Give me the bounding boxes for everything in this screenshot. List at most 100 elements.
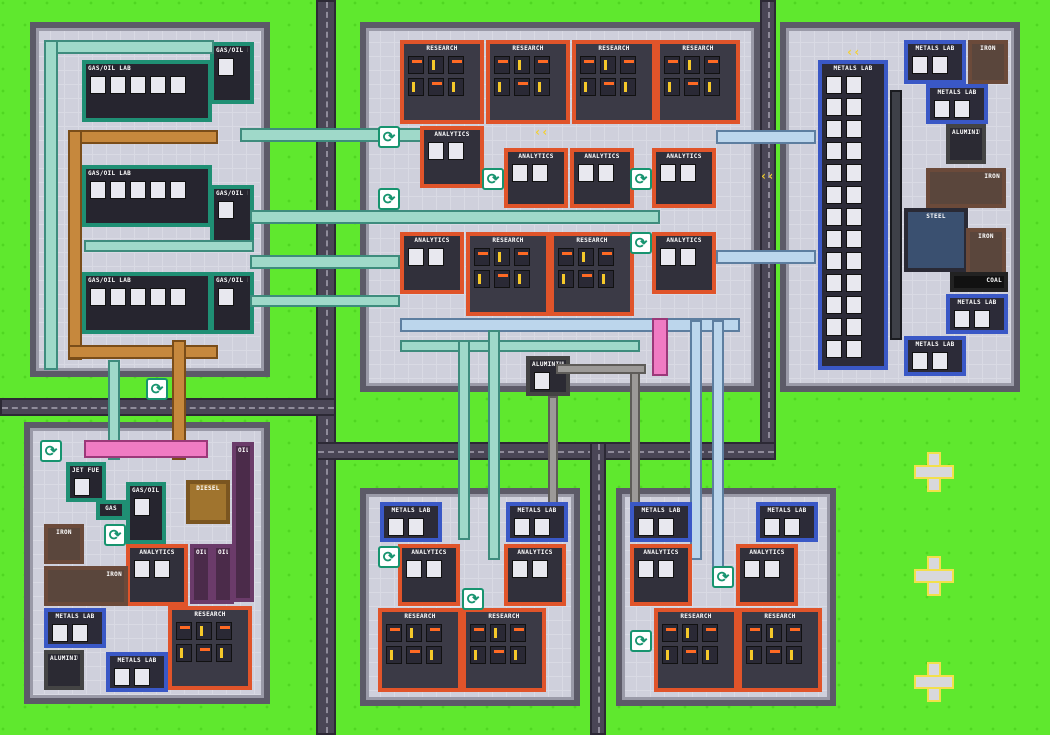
steel-mill[interactable]: STEEL <box>904 208 968 272</box>
analytics-building[interactable]: ANALYTICS <box>570 148 634 208</box>
recycle-icon[interactable]: ⟳ <box>482 168 504 190</box>
analytics-building[interactable]: ANALYTICS <box>420 126 484 188</box>
machine-cell <box>704 78 720 96</box>
metals-lab[interactable]: METALS LAB <box>106 652 168 692</box>
machine-cell <box>660 164 676 182</box>
road <box>316 442 776 460</box>
machine-cell <box>110 181 126 199</box>
aluminium-smelter[interactable]: ALUMINIUM <box>526 356 570 396</box>
gas-oil-lab[interactable]: GAS/OIL LAB <box>82 272 212 334</box>
metals-lab[interactable]: METALS LAB <box>926 84 988 124</box>
building-label: COAL <box>986 277 1002 284</box>
machine-cell <box>826 98 842 116</box>
dpad-icon[interactable] <box>914 556 954 596</box>
coal-mine[interactable]: COAL <box>950 272 1008 292</box>
analytics-building[interactable]: ANALYTICS <box>398 544 460 606</box>
gas-oil-lab[interactable]: GAS/OIL LAB <box>210 272 254 334</box>
gas-oil-lab[interactable]: GAS/OIL LAB <box>82 60 212 122</box>
metals-lab[interactable]: METALS LAB <box>946 294 1008 334</box>
recycle-icon[interactable]: ⟳ <box>378 546 400 568</box>
research-building[interactable]: RESEARCH <box>654 608 738 692</box>
analytics-building[interactable]: ANALYTICS <box>504 148 568 208</box>
machine-cell <box>598 270 614 288</box>
analytics-building[interactable]: ANALYTICS <box>736 544 798 606</box>
machine-cell <box>934 100 950 118</box>
metals-lab[interactable]: METALS LAB <box>44 608 106 648</box>
metals-lab[interactable]: METALS LAB <box>904 40 966 84</box>
diesel-tank[interactable]: DIESEL <box>186 480 230 524</box>
machine-cell <box>470 624 486 642</box>
building-label: RESEARCH <box>194 611 226 618</box>
metals-lab[interactable]: METALS LAB <box>380 502 442 542</box>
recycle-icon[interactable]: ⟳ <box>104 524 126 546</box>
oil-tank[interactable]: OIL <box>190 544 212 604</box>
iron-smelter[interactable]: IRON <box>44 524 84 564</box>
oil-tank[interactable]: OIL <box>212 544 234 604</box>
building-label: ANALYTICS <box>517 549 553 556</box>
recycle-icon[interactable]: ⟳ <box>378 126 400 148</box>
machine-cell <box>598 164 614 182</box>
building-label: METALS LAB <box>957 299 997 306</box>
recycle-icon[interactable]: ⟳ <box>630 630 652 652</box>
machine-cell <box>386 624 402 642</box>
machine-cell <box>218 288 234 306</box>
machine-cell <box>932 56 948 74</box>
indicator <box>412 82 415 92</box>
road <box>0 398 336 416</box>
analytics-building[interactable]: ANALYTICS <box>630 544 692 606</box>
analytics-building[interactable]: ANALYTICS <box>652 148 716 208</box>
aluminium-smelter[interactable]: ALUMINIUM <box>44 650 84 690</box>
metals-lab[interactable]: METALS LAB <box>630 502 692 542</box>
gas-oil-lab[interactable]: GAS/OIL LAB <box>82 165 212 227</box>
metals-lab[interactable]: METALS LAB <box>904 336 966 376</box>
indicator <box>494 628 497 638</box>
iron-smelter[interactable]: IRON <box>966 228 1006 276</box>
aluminium-smelter[interactable]: ALUMINIUM <box>946 124 986 164</box>
metals-lab[interactable]: METALS LAB <box>756 502 818 542</box>
pipe <box>250 255 400 269</box>
research-building[interactable]: RESEARCH <box>738 608 822 692</box>
iron-smelter[interactable]: IRON <box>968 40 1008 84</box>
analytics-building[interactable]: ANALYTICS <box>400 232 464 294</box>
recycle-icon[interactable]: ⟳ <box>630 232 652 254</box>
indicator <box>666 650 669 660</box>
gas-oil-lab[interactable]: GAS/OIL LAB <box>210 42 254 104</box>
machine-cell <box>682 646 698 664</box>
research-building[interactable]: RESEARCH <box>550 232 634 316</box>
recycle-icon[interactable]: ⟳ <box>40 440 62 462</box>
dpad-icon[interactable] <box>914 662 954 702</box>
indicator <box>430 650 433 660</box>
dpad-icon[interactable] <box>914 452 954 492</box>
recycle-icon[interactable]: ⟳ <box>712 566 734 588</box>
oil-tank[interactable]: OIL <box>232 442 254 602</box>
jet-fuel-tank[interactable]: JET FUEL <box>66 462 106 502</box>
research-building[interactable]: RESEARCH <box>572 40 656 124</box>
gas-oil-lab[interactable]: GAS/OIL LAB <box>126 482 166 544</box>
research-building[interactable]: RESEARCH <box>466 232 550 316</box>
research-building[interactable]: RESEARCH <box>400 40 484 124</box>
analytics-building[interactable]: ANALYTICS <box>126 544 188 606</box>
indicator <box>518 274 521 284</box>
analytics-building[interactable]: ANALYTICS <box>504 544 566 606</box>
machine-cell <box>426 560 442 578</box>
building-label: JET FUEL <box>72 467 100 474</box>
metals-lab[interactable]: METALS LAB <box>506 502 568 542</box>
gas-tank[interactable]: GAS <box>96 500 126 520</box>
metals-lab[interactable]: METALS LAB <box>818 60 888 370</box>
gas-oil-lab[interactable]: GAS/OIL LAB <box>210 185 254 247</box>
recycle-icon[interactable]: ⟳ <box>462 588 484 610</box>
research-building[interactable]: RESEARCH <box>486 40 570 124</box>
iron-smelter[interactable]: IRON <box>44 566 128 606</box>
recycle-icon[interactable]: ⟳ <box>630 168 652 190</box>
recycle-icon[interactable]: ⟳ <box>378 188 400 210</box>
pipe <box>44 40 58 370</box>
research-building[interactable]: RESEARCH <box>168 606 252 690</box>
research-building[interactable]: RESEARCH <box>378 608 462 692</box>
recycle-icon[interactable]: ⟳ <box>146 378 168 400</box>
iron-smelter[interactable]: IRON <box>926 168 1006 208</box>
research-building[interactable]: RESEARCH <box>656 40 740 124</box>
building-label: IRON <box>980 45 996 52</box>
machine-cell <box>846 318 862 336</box>
analytics-building[interactable]: ANALYTICS <box>652 232 716 294</box>
research-building[interactable]: RESEARCH <box>462 608 546 692</box>
